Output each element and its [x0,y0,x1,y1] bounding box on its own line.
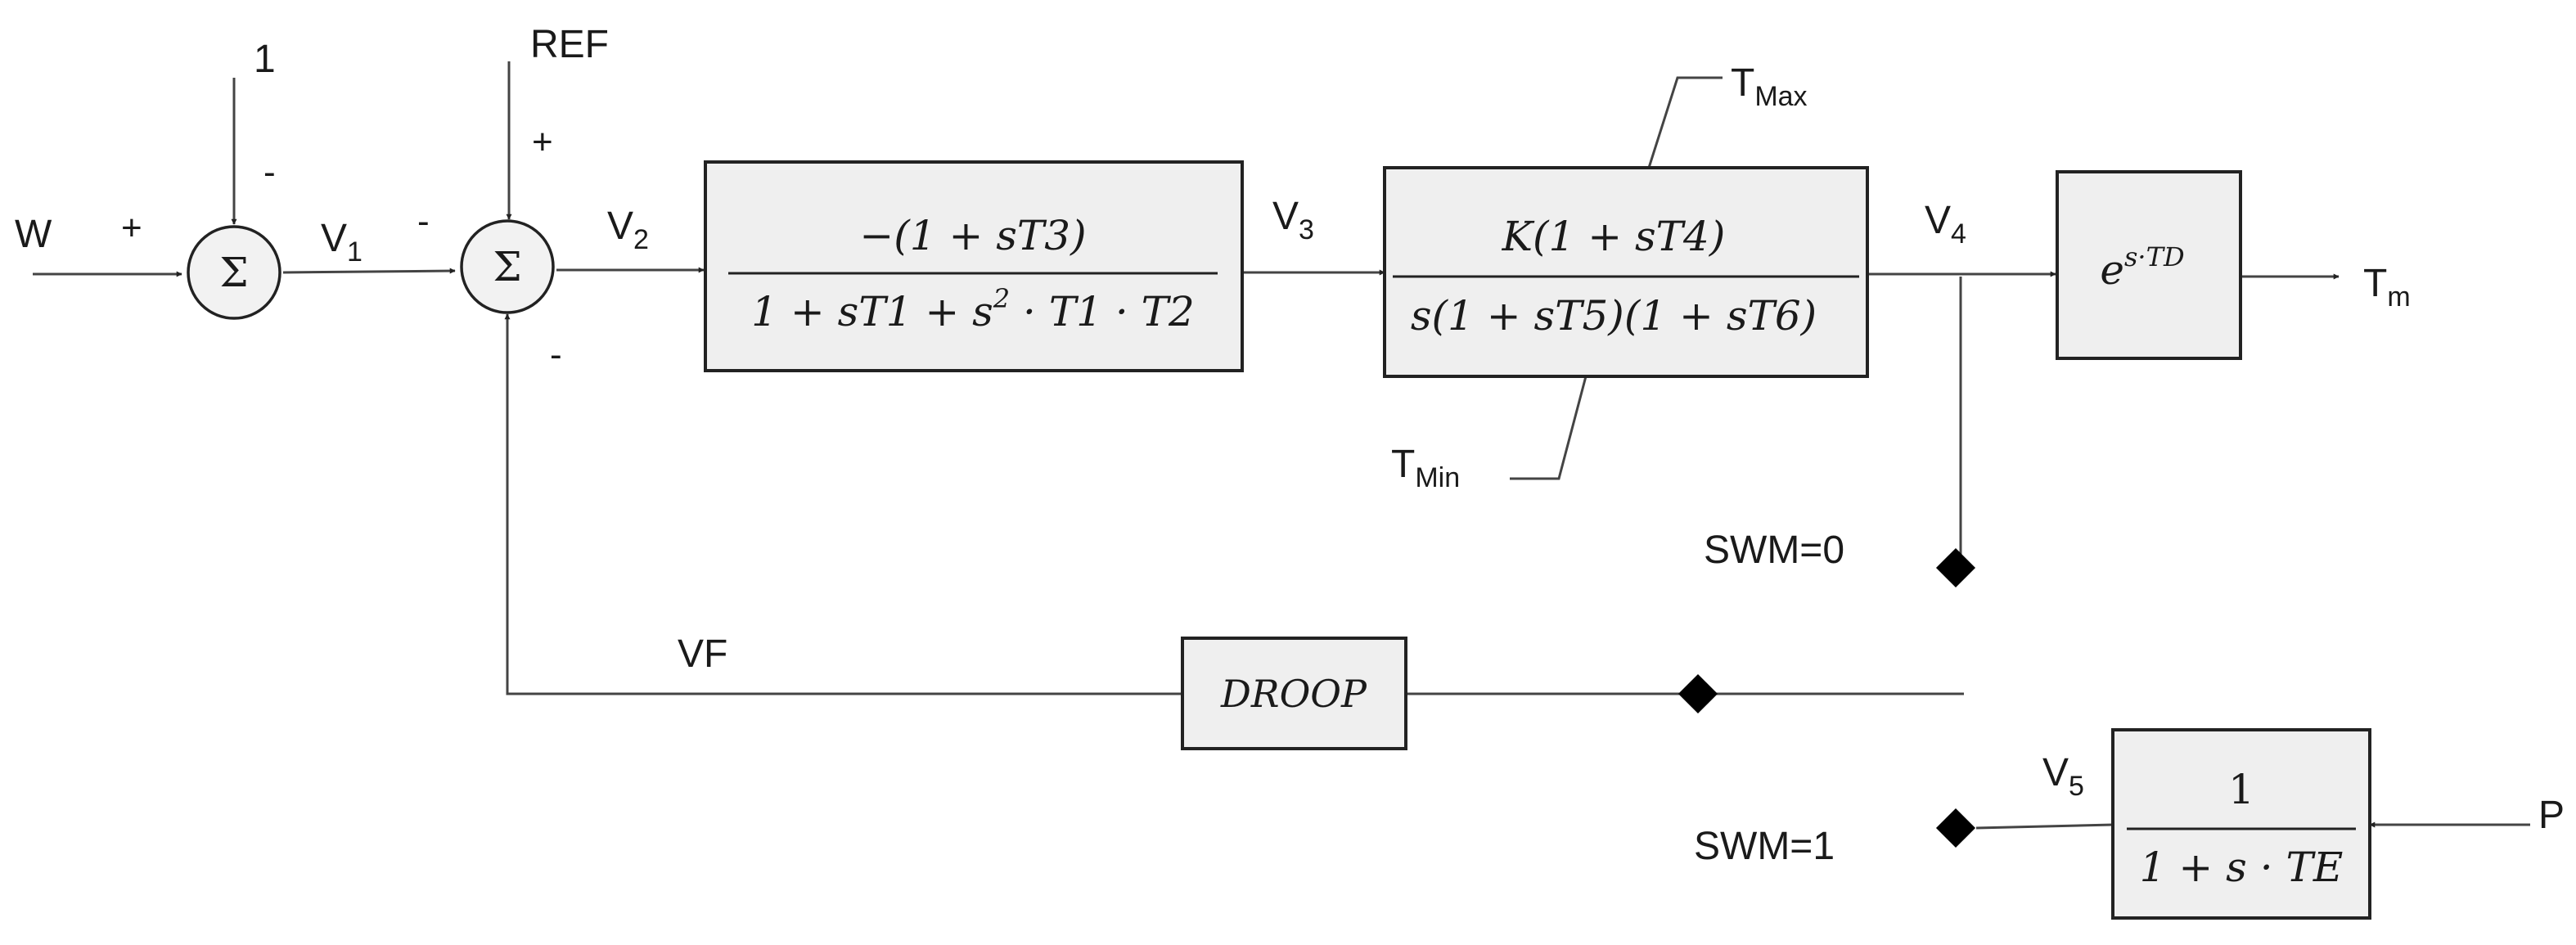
v3-label: V3 [1272,195,1314,245]
v5-label: V5 [2042,751,2084,802]
vf-label: VF [678,632,727,676]
ref-plus-sign: + [532,122,553,162]
swm0-label: SWM=0 [1704,529,1844,572]
sum1-symbol: Σ [219,249,248,296]
tmax-leader [1647,76,1723,169]
swm0-contact [1935,547,1976,588]
integrator-block [1383,166,1869,378]
v2-label: V2 [607,205,649,255]
lag-block [2111,728,2371,920]
w-label: W [15,213,52,256]
droop-label: DROOP [1220,672,1367,716]
ref-label: REF [530,23,609,66]
integrator-numerator: K(1 + sT4) [1502,213,1726,260]
summing-junction-1 [187,225,281,320]
v1-wire [282,268,456,274]
w-plus-sign: + [121,208,142,248]
one-label: 1 [254,38,276,81]
vf-feedback-wire [504,313,1182,695]
delay-expression: es·TD [2100,241,2184,294]
lag-denominator: 1 + s · TE [2140,844,2344,891]
lead-lag-numerator: −(1 + sT3) [859,212,1086,259]
tm-label: Tm [2363,262,2411,313]
v5-wire [1975,823,2114,830]
one-minus-sign: - [263,152,276,192]
integrator-denominator: s(1 + sT5)(1 + sT6) [1411,292,1817,340]
sum2-symbol: Σ [493,243,521,290]
droop-block [1181,637,1407,750]
lead-lag-denominator: 1 + sT1 + s2 · T1 · T2 [751,283,1195,335]
lead-lag-block [704,160,1244,372]
swm1-contact [1935,808,1976,848]
swm1-label: SWM=1 [1694,825,1835,868]
v1-minus-sign: - [417,201,430,241]
summing-junction-2 [460,219,555,314]
lag-numerator: 1 [2228,766,2254,813]
delay-block [2056,170,2242,360]
v4-label: V4 [1925,199,1966,250]
tmax-label: TMax [1731,61,1808,112]
tmin-leader [1510,376,1587,480]
v1-label: V1 [321,217,363,268]
p-label: P [2538,794,2565,837]
swm-common-contact [1678,673,1718,714]
vf-minus-sign: - [550,335,562,375]
tmin-label: TMin [1391,443,1460,493]
